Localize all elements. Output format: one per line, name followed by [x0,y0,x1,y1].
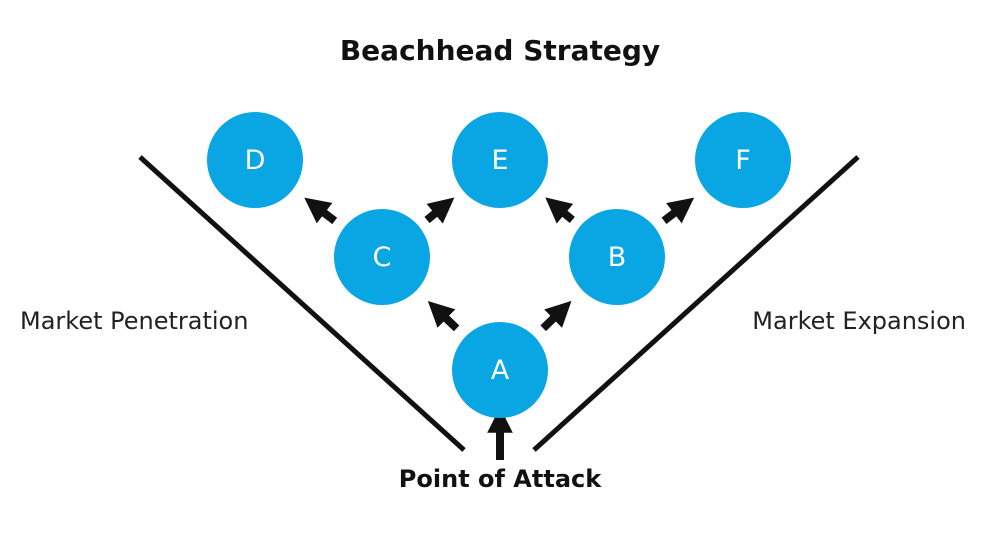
left-boundary-line [138,155,466,452]
node-c: C [334,209,430,305]
node-b: B [569,209,665,305]
arrow-a-to-b [540,300,572,332]
node-a: A [452,322,548,418]
market-expansion-label: Market Expansion [752,307,966,335]
arrow-c-to-d [304,197,338,225]
arrow-a-to-c [427,300,460,332]
arrow-b-to-e [545,197,575,224]
right-boundary-line [532,155,860,452]
point-of-attack-label: Point of Attack [398,465,602,493]
node-e: E [452,112,548,208]
edge-layer [304,197,695,332]
node-f: F [695,112,791,208]
node-d: D [207,112,303,208]
arrow-b-to-f [661,197,695,224]
market-penetration-label: Market Penetration [20,307,249,335]
diagram-title: Beachhead Strategy [339,34,661,67]
arrow-c-to-e [424,197,455,224]
